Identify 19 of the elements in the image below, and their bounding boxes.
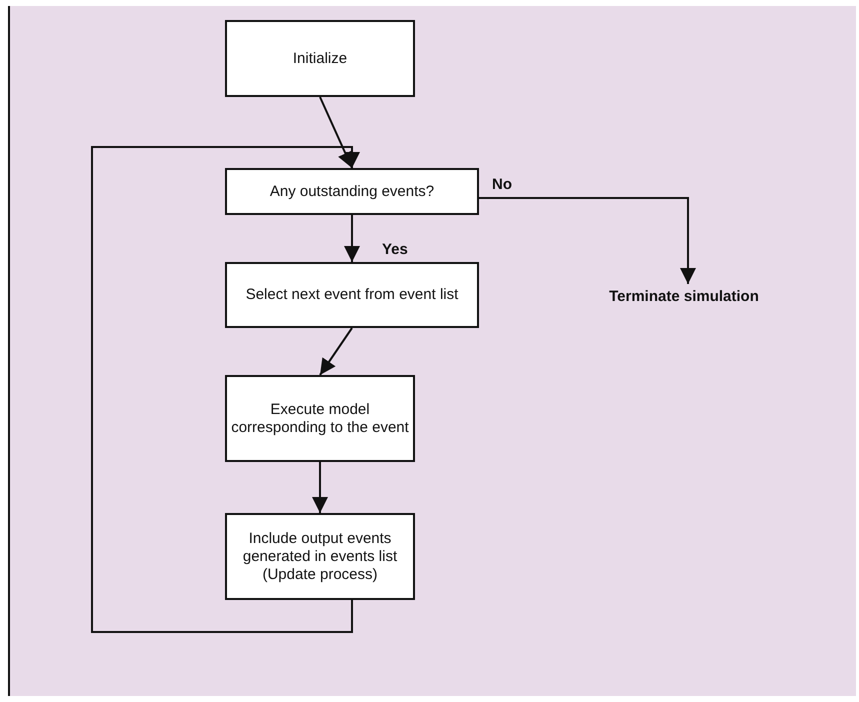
- process-box: [225, 513, 415, 600]
- arrow: [312, 462, 328, 513]
- arrow: [319, 327, 353, 376]
- box-label: Initialize: [292, 50, 348, 68]
- arrow: [344, 215, 360, 262]
- box-label: Execute model corresponding to the event: [231, 400, 409, 436]
- box-label: Any outstanding events?: [270, 182, 434, 200]
- box-label: Include output events generated in events list (Update process): [242, 530, 398, 584]
- edge-label: Yes: [382, 241, 408, 258]
- edge-label: No: [492, 176, 512, 193]
- arrow: [91, 146, 360, 633]
- process-box: [225, 168, 479, 215]
- arrow: [319, 96, 353, 168]
- box-label: Select next event from event list: [246, 286, 458, 304]
- arrow: [479, 197, 696, 284]
- terminal-text: Terminate simulation: [586, 284, 782, 310]
- process-box: [225, 375, 415, 462]
- process-box: [225, 20, 415, 97]
- process-box: [225, 262, 479, 328]
